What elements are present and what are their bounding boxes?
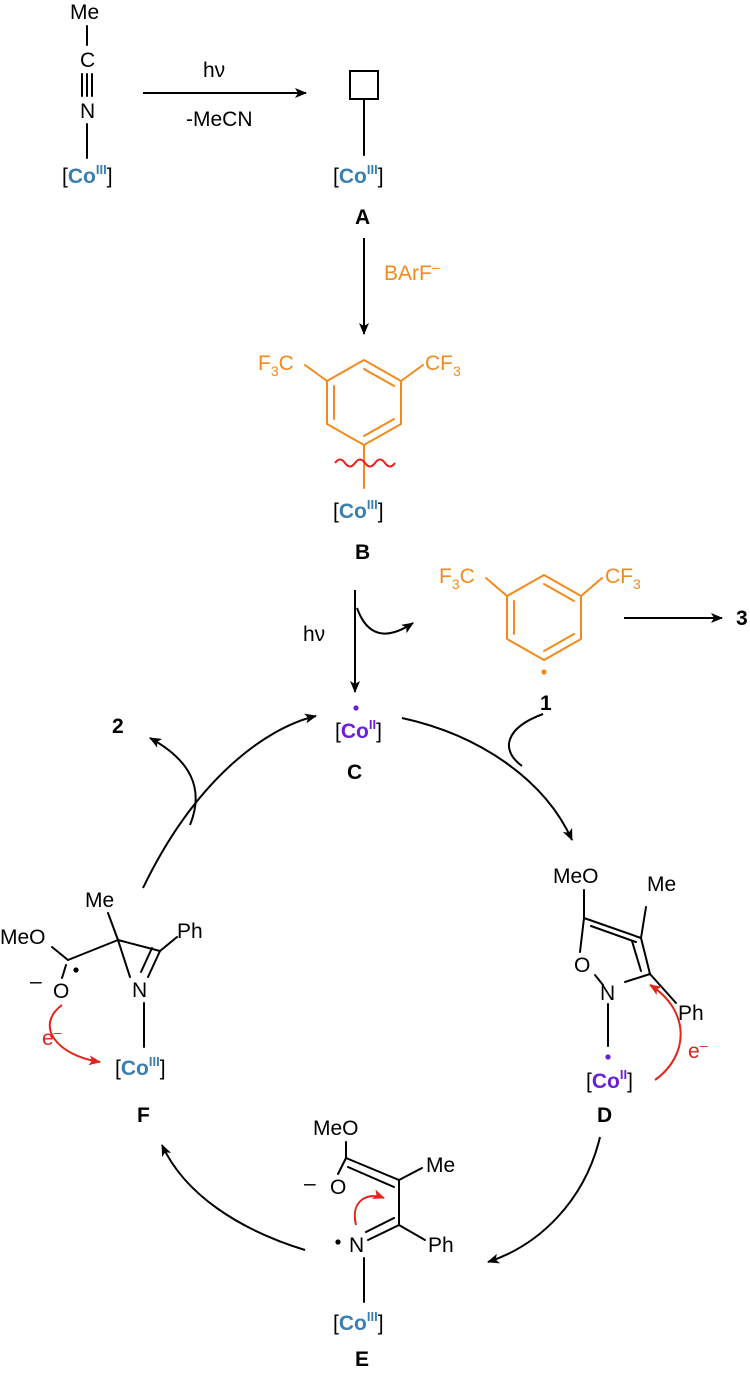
isoxazole-oxygen-label: O xyxy=(574,954,590,977)
electron-label: e– xyxy=(42,1024,62,1050)
substrate-1-entry-arrow xyxy=(507,713,544,767)
compound-label-3: 3 xyxy=(736,607,748,630)
methyl-label: Me xyxy=(647,873,676,896)
compound-label-E: E xyxy=(355,1348,369,1371)
isoxazole-nitrogen-label: N xyxy=(600,982,615,1005)
cobalt-III-label: [CoIII] xyxy=(333,162,384,188)
CF3-label: CF3 xyxy=(605,565,641,592)
radical-dot xyxy=(335,1239,341,1245)
enolate-oxygen-label: O xyxy=(330,1176,346,1199)
arrow-D-to-E xyxy=(487,1136,601,1264)
compound-label-B: B xyxy=(355,541,370,564)
arrow-C-to-D xyxy=(401,717,573,841)
compound-label-F: F xyxy=(137,1104,150,1127)
aryl-radical: F3C CF3 xyxy=(439,565,641,675)
arrow-F-to-C xyxy=(142,713,317,889)
F3C-label: F3C xyxy=(258,352,294,379)
imine-nitrogen-label: N xyxy=(349,1234,364,1257)
intermediate-F: Me MeO O – Ph N [CoIII] e– F xyxy=(0,889,203,1127)
methoxy-label: MeO xyxy=(0,926,46,949)
cobalt-II-label: [CoII] xyxy=(335,717,382,743)
phenyl-label: Ph xyxy=(428,1234,454,1257)
arrow-E-to-F xyxy=(161,1144,306,1251)
release-2-arrow xyxy=(149,737,197,826)
intermediate-D: MeO Me Ph N O [CoII] e– D xyxy=(553,865,708,1127)
cobalt-III-label: [CoIII] xyxy=(333,497,384,523)
methyl-label: Me xyxy=(85,889,114,912)
minus-mecn-label: -MeCN xyxy=(186,108,253,131)
nitrile-carbon-label: C xyxy=(80,49,95,72)
barf-label: BArF– xyxy=(384,259,440,285)
intermediate-E: MeO O – Me Ph N [CoIII] E xyxy=(304,1117,455,1371)
aryl-release-arrow xyxy=(356,607,414,635)
radical-dot xyxy=(353,705,359,711)
compound-label-1: 1 xyxy=(540,692,552,715)
intermediate-A: [CoIII] A xyxy=(333,70,384,229)
compound-label-D: D xyxy=(597,1104,612,1127)
hv-label: hν xyxy=(303,623,325,646)
nitrile-nitrogen-label: N xyxy=(80,100,95,123)
cobalt-III-label: [CoIII] xyxy=(333,1309,384,1335)
CF3-label: CF3 xyxy=(425,352,461,379)
enolate-charge-label: – xyxy=(304,1172,316,1195)
phenyl-label: Ph xyxy=(177,920,203,943)
radical-dot xyxy=(541,669,547,675)
compound-label-A: A xyxy=(355,206,370,229)
cobalt-III-label: [CoIII] xyxy=(62,162,113,188)
alkoxide-oxygen-label: O xyxy=(53,980,69,1003)
electron-transfer-arrow xyxy=(48,1004,101,1066)
radical-cyclization-arrow xyxy=(353,1189,385,1226)
alkoxide-charge-label: – xyxy=(30,970,42,993)
compound-label-2: 2 xyxy=(112,715,124,738)
cobalt-II-label: [CoII] xyxy=(586,1067,633,1093)
acetonitrile-cobalt-complex: Me C N [CoIII] xyxy=(62,1,113,188)
radical-dot xyxy=(605,1054,611,1060)
methoxy-label: MeO xyxy=(553,865,599,888)
bond-cleavage-squiggle xyxy=(334,458,396,468)
radical-dot xyxy=(73,967,79,973)
compound-label-C: C xyxy=(347,761,362,784)
intermediate-B: F3C CF3 [CoIII] B xyxy=(258,352,461,564)
cobalt-III-label: [CoIII] xyxy=(115,1054,166,1080)
azirine-nitrogen-label: N xyxy=(132,979,147,1002)
electron-label: e– xyxy=(688,1037,708,1063)
methoxy-label: MeO xyxy=(313,1117,359,1140)
electron-transfer-arrow xyxy=(649,984,682,1081)
methyl-label: Me xyxy=(70,1,99,24)
intermediate-C: [CoII] C xyxy=(335,705,382,784)
hv-label: hν xyxy=(203,59,225,82)
phenyl-label: Ph xyxy=(678,1002,704,1025)
methyl-label: Me xyxy=(426,1154,455,1177)
vacant-site-box xyxy=(349,70,379,100)
F3C-label: F3C xyxy=(439,565,475,592)
